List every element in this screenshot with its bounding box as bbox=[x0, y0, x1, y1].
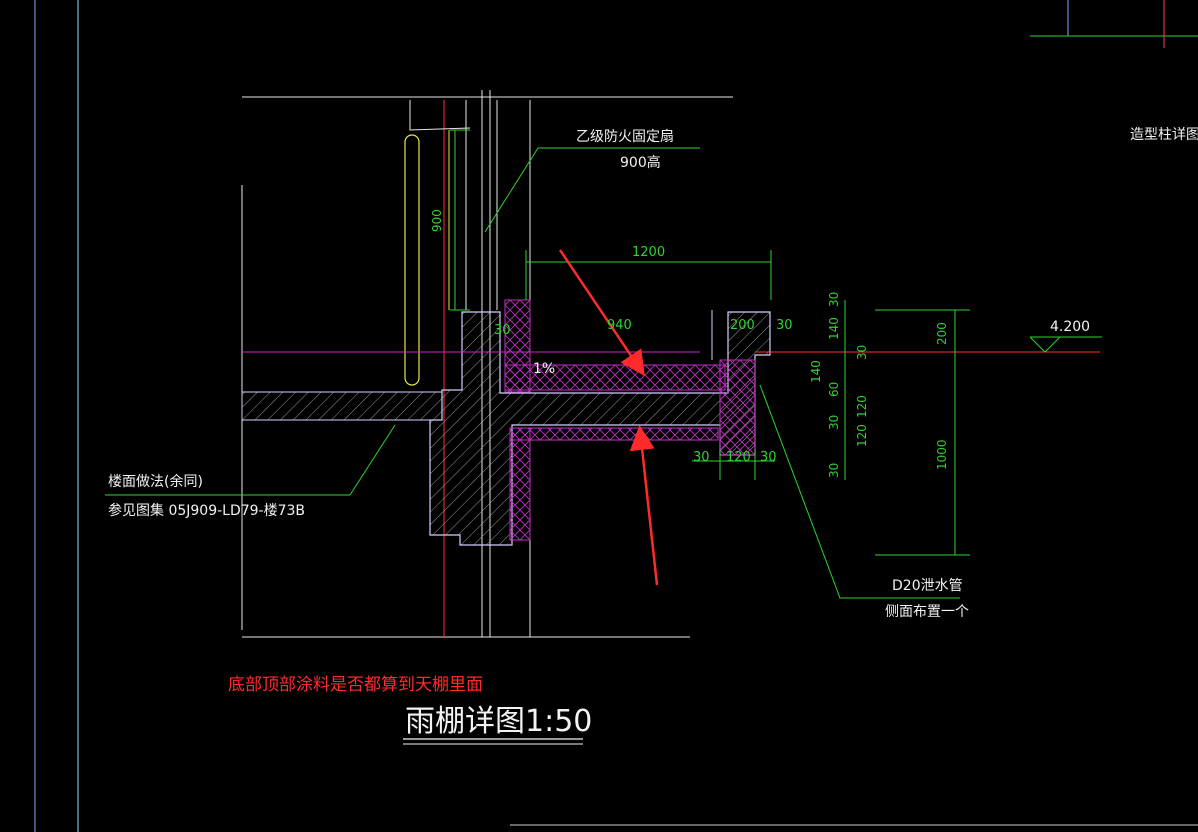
slope-label: 1% bbox=[533, 361, 555, 377]
dim-right-1000: 1000 bbox=[935, 439, 949, 470]
annotation-arrows bbox=[558, 249, 659, 586]
drain-pipe-label: D20泄水管 bbox=[892, 578, 963, 594]
dim-30a: 30 bbox=[776, 318, 793, 333]
dim-stack-1: 140 bbox=[827, 317, 841, 340]
dim-30d: 30 bbox=[494, 323, 511, 338]
floor-method-label: 楼面做法(余同) bbox=[108, 473, 203, 490]
dim-right-200: 200 bbox=[935, 322, 949, 345]
dim-30b: 30 bbox=[693, 450, 710, 465]
drain-pipe-note: 侧面布置一个 bbox=[885, 604, 969, 620]
drawing-title: 雨棚详图1:50 bbox=[405, 704, 592, 739]
question-annotation: 底部顶部涂料是否都算到天棚里面 bbox=[228, 675, 483, 695]
dim-stack-5: 30 bbox=[827, 415, 841, 430]
dim-stack-2: 30 bbox=[855, 345, 869, 360]
dim-120-bottom: 120 bbox=[726, 450, 751, 465]
side-detail-label: 造型柱详图 bbox=[1130, 127, 1198, 143]
elevation-label: 4.200 bbox=[1050, 319, 1090, 335]
floor-slab bbox=[241, 391, 443, 421]
dim-stack-7: 120 bbox=[855, 424, 869, 447]
dim-stack-4: 60 bbox=[827, 382, 841, 397]
dim-top-width: 1200 bbox=[632, 245, 665, 260]
dimension-lines bbox=[450, 129, 970, 556]
floor-ref-label: 参见图集 05J909-LD79-楼73B bbox=[108, 502, 305, 519]
fire-window-height-label: 900高 bbox=[620, 154, 661, 171]
leader-lines bbox=[105, 147, 1102, 599]
dim-stack-3: 140 bbox=[809, 360, 823, 383]
dim-30c: 30 bbox=[760, 450, 777, 465]
column-section bbox=[404, 130, 450, 386]
fire-window-label: 乙级防火固定扇 bbox=[576, 129, 674, 145]
dim-stack-0: 30 bbox=[827, 292, 841, 307]
drawing-frame bbox=[34, 0, 1198, 832]
dim-window-900: 900 bbox=[430, 209, 444, 232]
dim-inner-width: 940 bbox=[607, 318, 632, 333]
dim-lip-200: 200 bbox=[730, 318, 755, 333]
dim-stack-6: 120 bbox=[855, 395, 869, 418]
dim-stack-8: 30 bbox=[827, 463, 841, 478]
insulation-layers bbox=[504, 299, 756, 541]
